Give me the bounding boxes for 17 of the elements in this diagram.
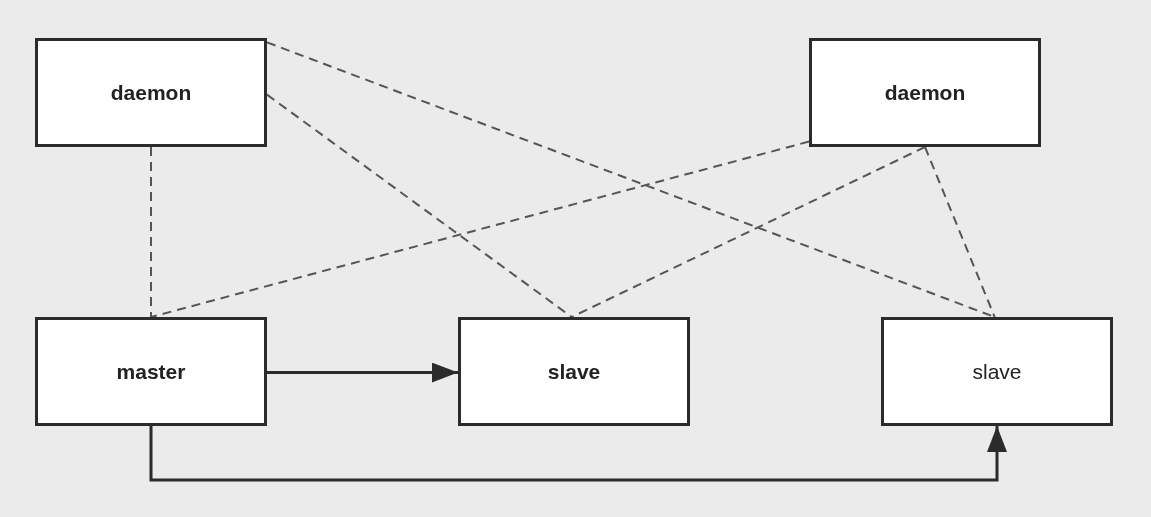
process-box — [458, 317, 690, 426]
connector-line — [150, 140, 810, 318]
connector-line — [924, 146, 996, 318]
process-box — [809, 38, 1041, 147]
node-label: daemon — [884, 80, 966, 105]
connector-line — [266, 93, 573, 318]
node-label: daemon — [110, 80, 192, 105]
connector-line — [570, 146, 926, 318]
node-label: master — [116, 359, 186, 384]
process-box — [881, 317, 1113, 426]
connector-line — [150, 146, 152, 318]
arrow — [267, 362, 458, 383]
arrow — [149, 426, 1007, 482]
node-label: slave — [547, 359, 601, 384]
process-box — [35, 38, 267, 147]
process-box — [35, 317, 267, 426]
node-label: slave — [972, 359, 1022, 384]
